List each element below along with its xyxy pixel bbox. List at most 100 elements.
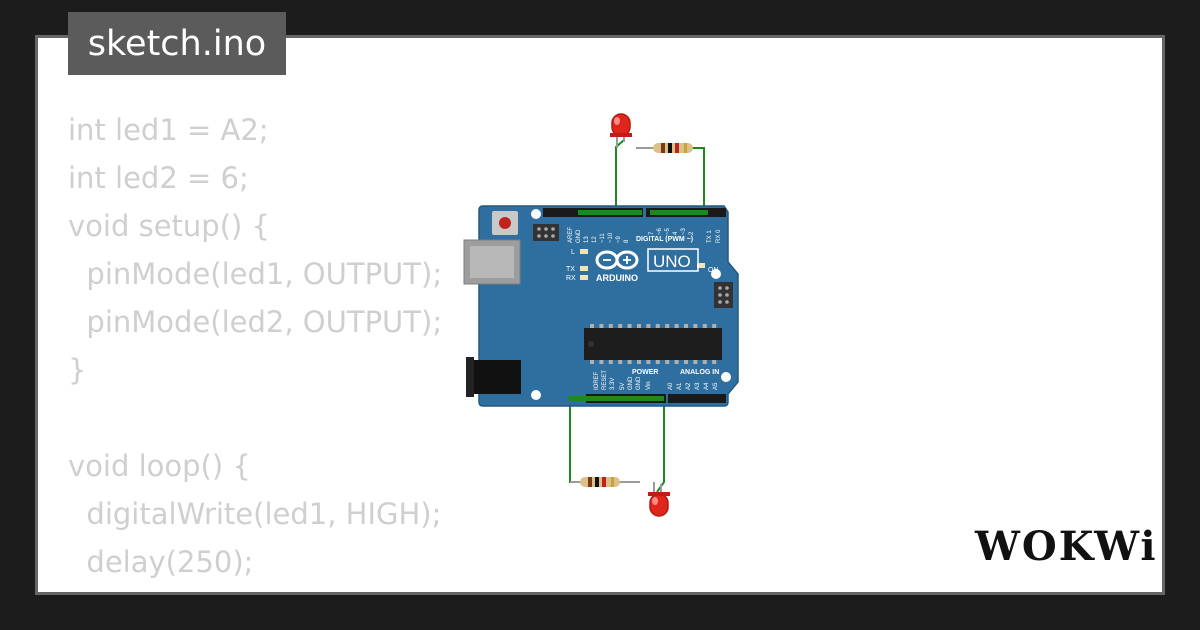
chip-pin: [618, 360, 623, 364]
svg-text:8: 8: [624, 239, 630, 243]
icsp-right: [714, 282, 733, 308]
digital-header-label: DIGITAL (PWM ~): [636, 236, 693, 243]
code-line: delay(250);: [68, 545, 254, 579]
svg-text:GND: GND: [628, 376, 634, 390]
wire: [687, 147, 705, 212]
svg-text:AREF: AREF: [568, 227, 574, 243]
chip-pin: [646, 360, 651, 364]
chip-pin: [646, 324, 651, 328]
chip-pin: [674, 360, 679, 364]
chip-pin: [665, 360, 670, 364]
power-header-label: POWER: [632, 369, 658, 376]
chip-pins: [590, 324, 717, 364]
svg-text:A4: A4: [704, 382, 710, 390]
status-leds: L TX RX ON: [566, 249, 719, 282]
svg-text:~10: ~10: [608, 232, 614, 243]
wire: [656, 396, 665, 493]
code-line: pinMode(led1, OUTPUT);: [68, 257, 443, 291]
svg-text:~11: ~11: [600, 233, 606, 243]
chip-pin: [674, 324, 679, 328]
svg-text:7: 7: [649, 231, 655, 235]
svg-text:L: L: [571, 249, 575, 256]
svg-text:4: 4: [673, 231, 679, 235]
board-model: UNO: [653, 252, 691, 271]
wire: [569, 396, 585, 483]
chip-pin: [655, 360, 660, 364]
svg-text:5V: 5V: [620, 383, 626, 390]
power-pin-labels: IOREF RESET 3.3V 5V GND GND Vin: [594, 370, 652, 390]
code-line: int led2 = 6;: [68, 161, 249, 195]
svg-text:ON: ON: [708, 267, 719, 274]
led-bottom[interactable]: [648, 482, 670, 517]
svg-text:12: 12: [592, 236, 598, 243]
wire: [615, 139, 625, 212]
chip-pin: [684, 360, 688, 364]
resistor-bottom[interactable]: [570, 477, 640, 487]
svg-text:~3: ~3: [681, 227, 687, 235]
svg-text:TX 1: TX 1: [707, 230, 713, 243]
svg-text:A0: A0: [668, 382, 674, 390]
chip-pin: [702, 324, 707, 328]
chip-pin: [618, 324, 623, 328]
svg-text:GND: GND: [576, 229, 582, 243]
atmega-chip: [584, 328, 722, 360]
svg-text:A2: A2: [686, 382, 692, 390]
led-top[interactable]: [610, 113, 632, 148]
chip-pin: [637, 324, 641, 328]
arduino-logo-icon: [595, 250, 639, 270]
chip-pin: [599, 360, 604, 364]
reset-button[interactable]: [492, 211, 518, 235]
analog-header-label: ANALOG IN: [680, 369, 719, 376]
chip-pin: [608, 324, 613, 328]
svg-text:A3: A3: [695, 382, 701, 390]
chip-pin: [693, 360, 698, 364]
chip-pin: [665, 324, 670, 328]
svg-text:~6: ~6: [657, 227, 663, 235]
chip-pin: [590, 324, 594, 328]
svg-text:A1: A1: [677, 382, 683, 390]
code-editor: int led1 = A2; int led2 = 6; void setup(…: [68, 106, 443, 592]
code-line: }: [68, 353, 87, 387]
svg-text:13: 13: [584, 236, 590, 243]
chip-pin: [608, 360, 613, 364]
chip-pin: [655, 324, 660, 328]
wokwi-logo: WOKWi: [975, 523, 1158, 570]
chip-pin: [627, 360, 632, 364]
svg-text:GND: GND: [636, 376, 642, 390]
chip-pin: [627, 324, 632, 328]
code-line: digitalWrite(led1, HIGH);: [68, 497, 442, 531]
code-line: void setup() {: [68, 209, 270, 243]
chip-pin: [590, 360, 594, 364]
svg-text:TX: TX: [566, 266, 575, 273]
digital-pin-labels: AREF GND 13 12 ~11 ~10 ~9 8 7 ~6 ~5 4 ~3…: [568, 227, 722, 243]
chip-pin: [702, 360, 707, 364]
svg-text:RX: RX: [566, 275, 576, 282]
chip-pin: [712, 324, 717, 328]
svg-text:2: 2: [689, 231, 695, 235]
chip-pin: [693, 324, 698, 328]
code-line: pinMode(led2, OUTPUT);: [68, 305, 443, 339]
svg-text:RX 0: RX 0: [716, 229, 722, 243]
code-line: void loop() {: [68, 449, 251, 483]
svg-text:Vin: Vin: [646, 381, 652, 390]
arduino-board[interactable]: DIGITAL (PWM ~) AREF GND 13 12 ~11 ~10 ~…: [463, 205, 739, 407]
power-jack: [469, 360, 521, 394]
icsp-header: [533, 224, 559, 241]
resistor-top[interactable]: [636, 143, 693, 153]
analog-pin-labels: A0 A1 A2 A3 A4 A5: [668, 382, 719, 390]
svg-text:RESET: RESET: [602, 370, 608, 390]
code-line: int led1 = A2;: [68, 113, 269, 147]
svg-text:3.3V: 3.3V: [610, 378, 616, 390]
chip-pin: [712, 360, 717, 364]
preview-card: int led1 = A2; int led2 = 6; void setup(…: [35, 35, 1165, 595]
svg-text:A5: A5: [713, 382, 719, 390]
board-brand: ARDUINO: [596, 273, 638, 283]
file-tab[interactable]: sketch.ino: [68, 12, 286, 75]
svg-text:~5: ~5: [665, 227, 671, 235]
svg-text:~9: ~9: [616, 235, 622, 243]
svg-text:IOREF: IOREF: [594, 371, 600, 390]
chip-pin: [637, 360, 641, 364]
chip-pin: [684, 324, 688, 328]
chip-pin: [599, 324, 604, 328]
